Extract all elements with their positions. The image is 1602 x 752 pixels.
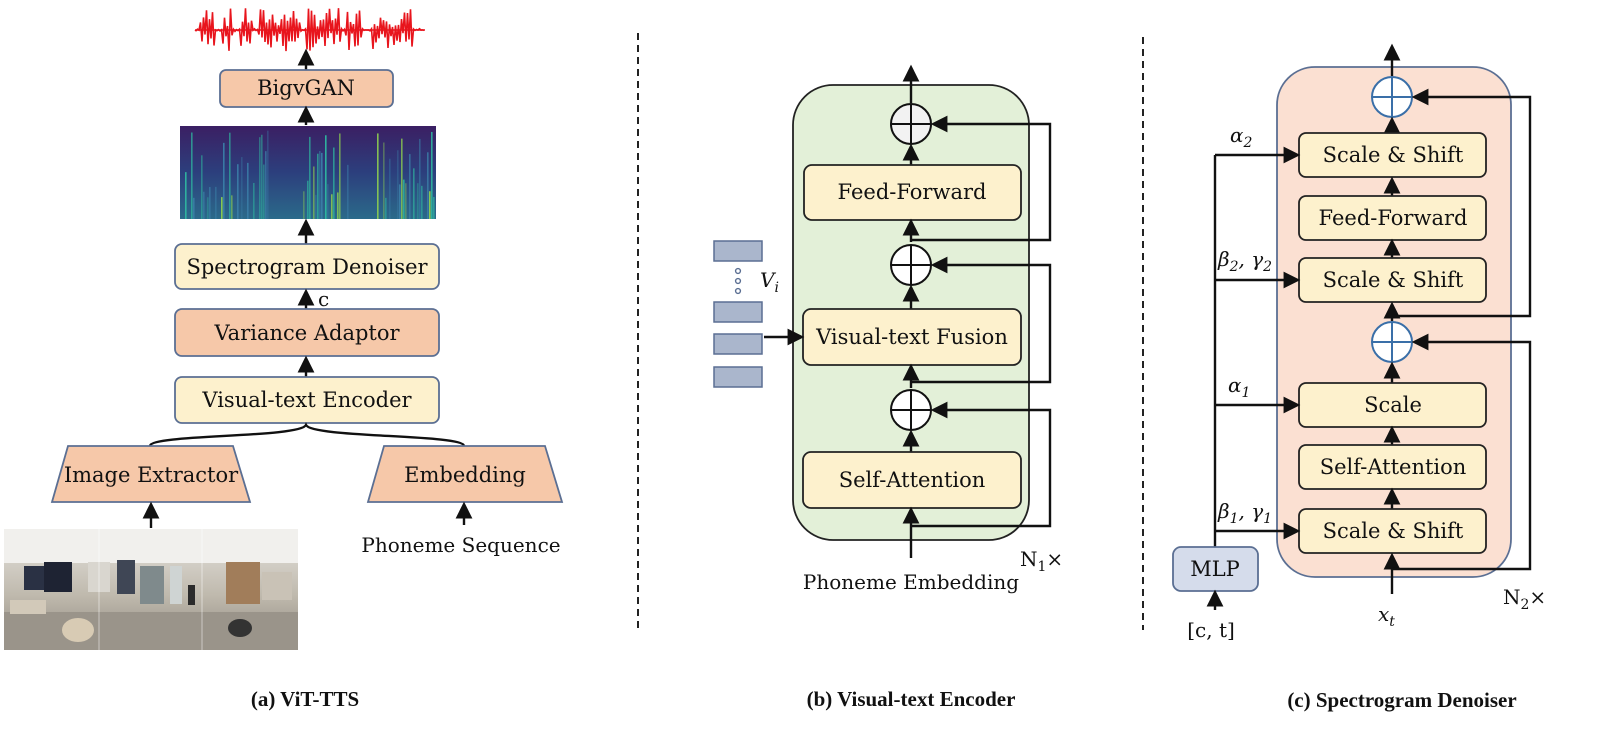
feed-forward-box-b: Feed-Forward <box>803 164 1022 221</box>
beta1-gamma1-label: β1, γ1 <box>1217 499 1272 527</box>
bigvgan-box: BigvGAN <box>219 69 394 108</box>
alpha2-label: α2 <box>1230 123 1253 151</box>
adder-top <box>890 103 932 145</box>
audio-waveform-icon <box>194 8 425 52</box>
scale-label: Scale <box>1364 393 1422 417</box>
panel-c-caption: (c) Spectrogram Denoiser <box>1287 688 1516 712</box>
visual-text-encoder-label: Visual-text Encoder <box>201 388 412 412</box>
mlp-label: MLP <box>1190 557 1240 581</box>
variance-adaptor-box: Variance Adaptor <box>174 308 440 357</box>
visual-text-encoder-box: Visual-text Encoder <box>174 376 440 424</box>
beta2-gamma2-label: β2, γ2 <box>1217 247 1272 275</box>
scale-shift-label-bottom: Scale & Shift <box>1323 519 1464 543</box>
condition-c-label: c <box>318 287 329 311</box>
visual-text-fusion-label: Visual-text Fusion <box>815 325 1008 349</box>
visual-tokens-stack <box>713 240 763 388</box>
scale-shift-box-mid: Scale & Shift <box>1298 257 1487 303</box>
variance-adaptor-label: Variance Adaptor <box>213 321 400 345</box>
feed-forward-label-b: Feed-Forward <box>838 180 987 204</box>
self-attention-box-c: Self-Attention <box>1298 444 1487 490</box>
scale-shift-box-bottom: Scale & Shift <box>1298 508 1487 554</box>
image-extractor-label: Image Extractor <box>64 463 239 487</box>
self-attention-box-b: Self-Attention <box>802 451 1022 509</box>
panel-a-caption: (a) ViT-TTS <box>251 687 359 711</box>
panoramic-room-image <box>4 529 298 650</box>
bigvgan-label: BigvGAN <box>257 76 355 100</box>
feed-forward-label-c: Feed-Forward <box>1319 206 1468 230</box>
visual-features-label: Vi <box>760 268 779 296</box>
scale-shift-label-top: Scale & Shift <box>1323 143 1464 167</box>
self-attention-label-c: Self-Attention <box>1320 455 1467 479</box>
image-extractor-box: Image Extractor <box>50 445 252 503</box>
phoneme-embedding-label: Phoneme Embedding <box>803 570 1019 594</box>
panel-c: Scale & Shift Feed-Forward Scale & Shift… <box>1172 43 1546 712</box>
scale-box: Scale <box>1298 382 1487 428</box>
ct-input-label: [c, t] <box>1187 618 1235 642</box>
xt-input-label: xt <box>1378 602 1395 630</box>
mel-spectrogram-image <box>180 126 436 219</box>
embedding-label: Embedding <box>404 463 526 487</box>
phoneme-sequence-label: Phoneme Sequence <box>361 533 560 557</box>
self-attention-label-b: Self-Attention <box>839 468 986 492</box>
panel-b: Feed-Forward Visual-text Fusion Self-Att… <box>713 64 1063 711</box>
mlp-box: MLP <box>1172 546 1259 592</box>
n1-repeat-label: N1× <box>1020 547 1063 575</box>
panel-a: BigvGAN Spectrogram Denoiser c Variance … <box>4 8 564 711</box>
feed-forward-box-c: Feed-Forward <box>1298 195 1487 241</box>
alpha1-label: α1 <box>1228 373 1250 401</box>
scale-shift-box-top: Scale & Shift <box>1298 132 1487 178</box>
adder-c-bottom <box>1371 321 1413 363</box>
spectrogram-denoiser-label: Spectrogram Denoiser <box>186 255 428 279</box>
adder-middle <box>890 244 932 286</box>
visual-text-fusion-box: Visual-text Fusion <box>802 308 1022 366</box>
adder-c-top <box>1371 76 1413 118</box>
adder-bottom <box>890 389 932 431</box>
panel-b-caption: (b) Visual-text Encoder <box>807 687 1016 711</box>
spectrogram-denoiser-box: Spectrogram Denoiser <box>174 243 440 290</box>
embedding-box: Embedding <box>366 445 564 503</box>
n2-repeat-label: N2× <box>1503 585 1546 613</box>
scale-shift-label-mid: Scale & Shift <box>1323 268 1464 292</box>
